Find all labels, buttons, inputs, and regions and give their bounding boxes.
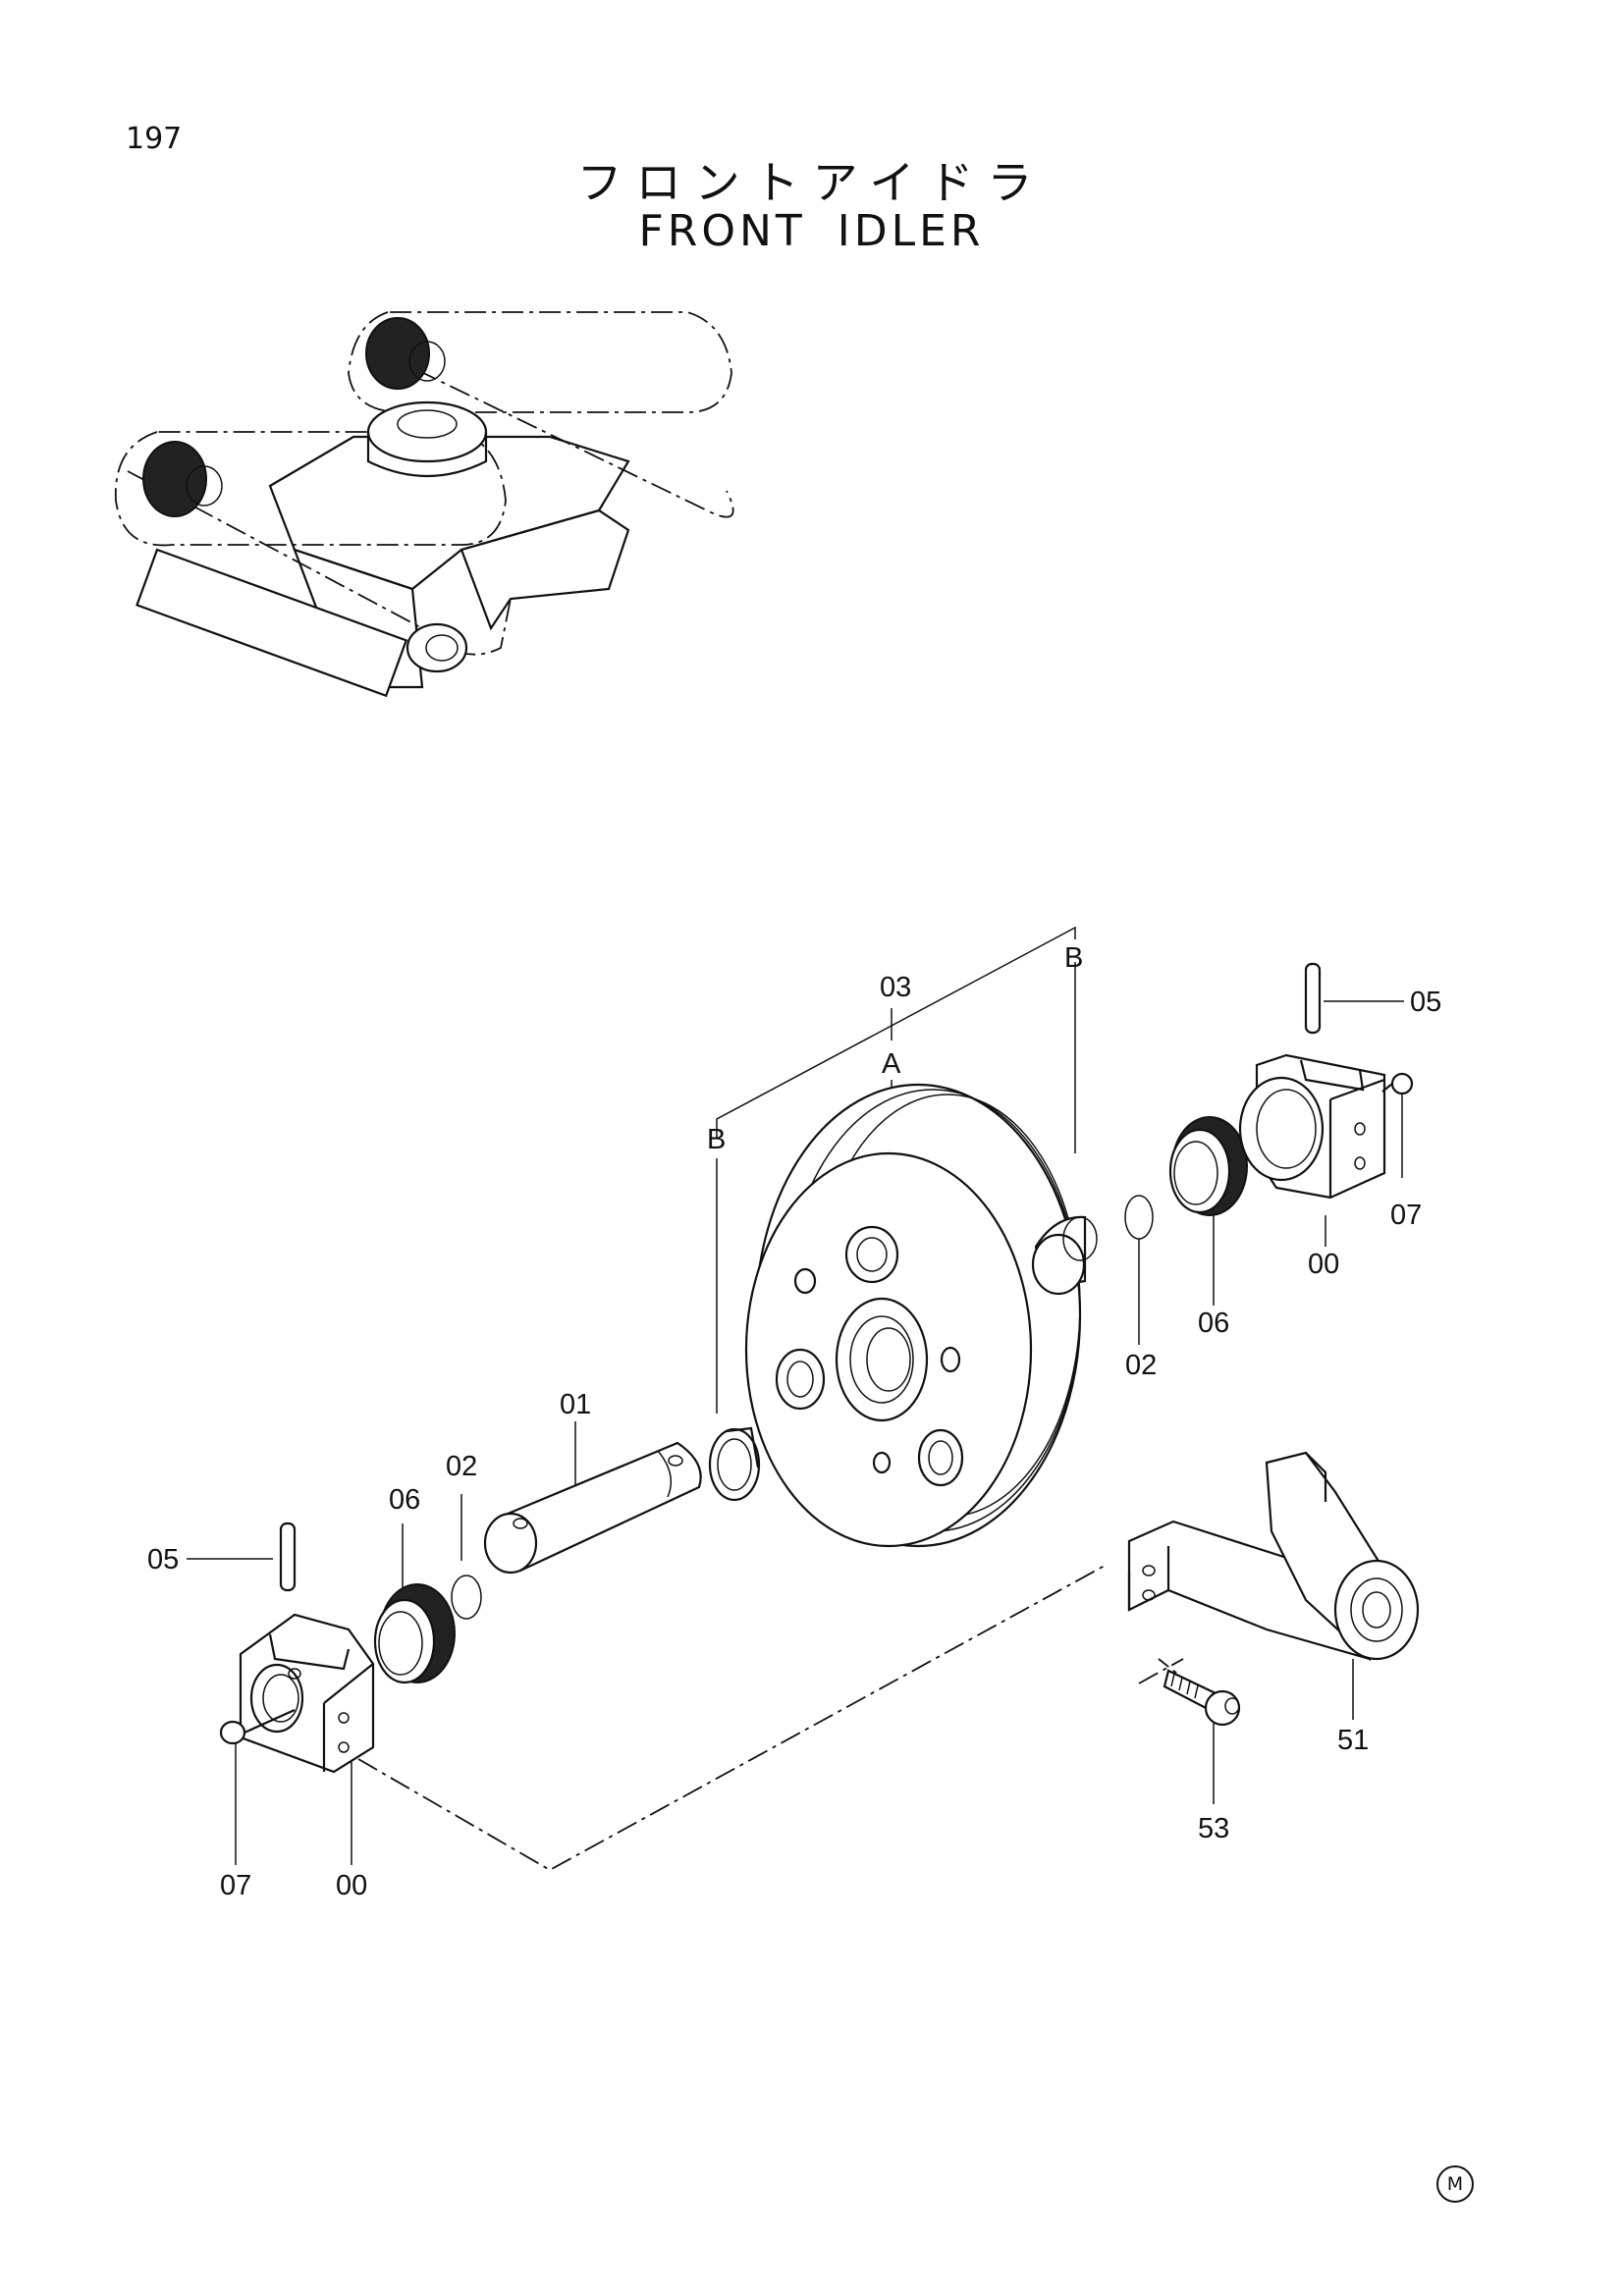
label-06-left: 06 xyxy=(389,1484,420,1516)
label-06-right: 06 xyxy=(1198,1308,1229,1339)
undercarriage-overview xyxy=(114,311,734,698)
page-number: 197 xyxy=(126,122,183,156)
label-03: 03 xyxy=(880,972,911,1003)
bracket-bolt xyxy=(1163,1669,1241,1727)
bearing-block-right xyxy=(1238,962,1414,1200)
label-02-left: 02 xyxy=(446,1451,477,1482)
idler-bracket xyxy=(1127,1451,1420,1662)
idler-shaft xyxy=(483,1441,702,1575)
label-B-left: B xyxy=(707,1124,726,1155)
label-A: A xyxy=(882,1048,901,1080)
label-51: 51 xyxy=(1337,1725,1369,1756)
label-05-left: 05 xyxy=(147,1544,179,1575)
title-japanese: フロントアイドラ xyxy=(576,156,1047,209)
label-05-right: 05 xyxy=(1410,987,1441,1018)
title-english: FRONT IDLER xyxy=(638,206,985,256)
label-02-right: 02 xyxy=(1125,1350,1157,1381)
label-00-right: 00 xyxy=(1308,1249,1339,1280)
copyright-mark-icon: M xyxy=(1436,2165,1474,2203)
label-53: 53 xyxy=(1198,1813,1229,1844)
label-B-right: B xyxy=(1064,942,1083,974)
label-07-left: 07 xyxy=(220,1870,251,1901)
label-00-left: 00 xyxy=(336,1870,367,1901)
label-07-right: 07 xyxy=(1390,1200,1422,1231)
label-01: 01 xyxy=(560,1389,591,1420)
bearing-block-left xyxy=(219,1522,375,1774)
bushings-seals xyxy=(373,1116,1248,1684)
idler-wheel xyxy=(744,1083,1082,1548)
